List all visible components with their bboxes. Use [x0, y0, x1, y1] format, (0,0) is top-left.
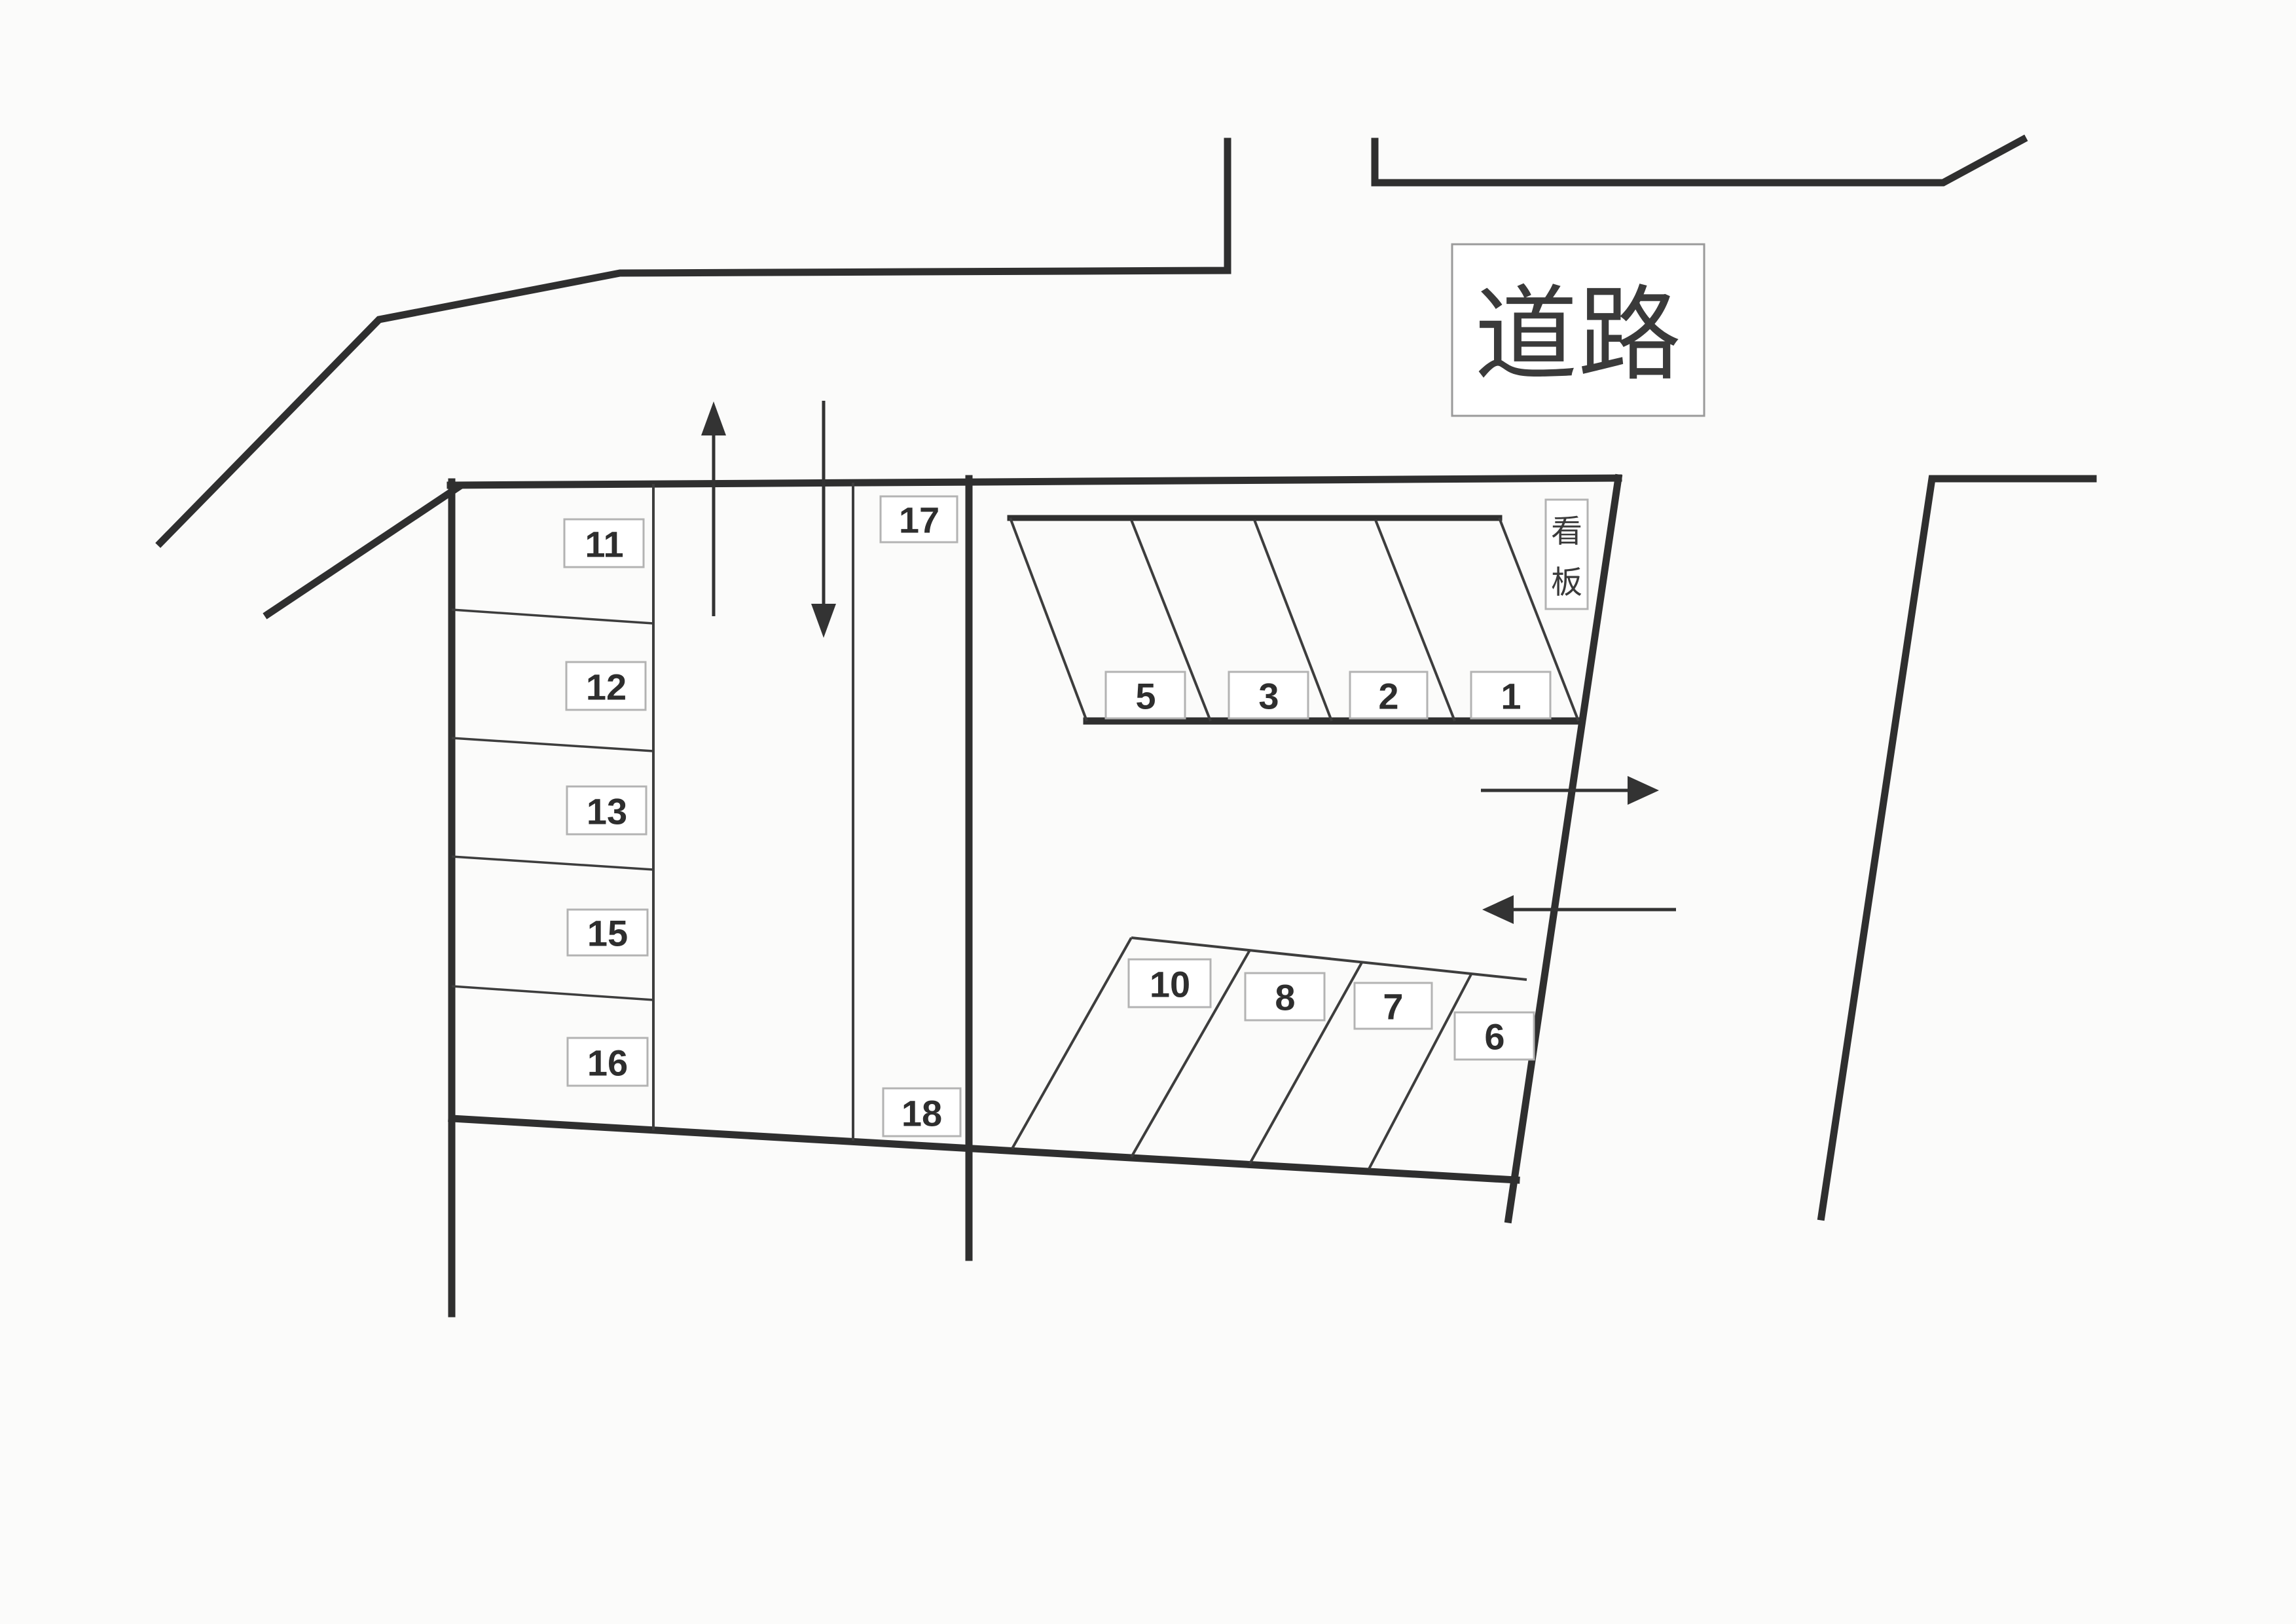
west-column-stalls: [451, 484, 655, 1130]
inner-row-divider-10-8: [1130, 950, 1251, 1158]
road-edge-east: [1817, 475, 2097, 1221]
space-box-18: [882, 1087, 962, 1137]
inner-row-divider-7-6: [1368, 974, 1472, 1170]
traffic-arrows: [701, 401, 1676, 924]
left-arrow-icon: [1482, 895, 1514, 924]
road-label: 道路: [1474, 278, 1681, 393]
space-label-16: 16: [587, 1043, 628, 1084]
right-arrow-icon: [1628, 776, 1659, 805]
space-box-11: [563, 518, 645, 568]
inner-row-stalls: [1011, 936, 1527, 1170]
space-label-11: 11: [585, 524, 623, 565]
lot-boundary-top: [446, 474, 1622, 489]
west-divider-15-16: [451, 985, 654, 1001]
space-label-5: 5: [1135, 676, 1156, 717]
inner-row-top-edge: [1131, 936, 1527, 981]
space-label-8: 8: [1275, 977, 1295, 1018]
west-divider-12-13: [451, 737, 654, 752]
space-label-17: 17: [899, 500, 939, 541]
space-box-7: [1353, 982, 1433, 1030]
inner-row-left-edge: [1011, 937, 1133, 1149]
space-box-10: [1127, 958, 1212, 1008]
street-row-divider-5-3: [1130, 519, 1212, 722]
up-arrow-icon: [701, 401, 726, 435]
space-box-1: [1470, 671, 1552, 720]
down-arrow-icon: [811, 604, 836, 638]
signboard-char-bottom: 板: [1551, 566, 1582, 600]
space-label-13: 13: [587, 791, 627, 832]
signboard-box: [1544, 498, 1589, 610]
space-label-18: 18: [902, 1093, 942, 1134]
stall-plates-street-row: 5 3 2 1: [1104, 671, 1552, 720]
space-box-15: [566, 908, 649, 957]
street-row-divider-3-2: [1253, 519, 1333, 722]
inner-row-divider-8-7: [1248, 962, 1363, 1164]
space-label-3: 3: [1258, 676, 1279, 717]
space-box-12: [565, 661, 647, 711]
street-row-divider-2-1: [1374, 519, 1456, 722]
space-box-17: [879, 495, 958, 544]
stall-plates-inner-row: 10 8 7 6: [1127, 958, 1535, 1061]
space-box-13: [566, 785, 647, 836]
lot-outline: [446, 473, 1623, 1318]
space-box-16: [566, 1037, 649, 1087]
stall-plates-center: 17 18: [879, 495, 962, 1137]
west-divider-11-12: [451, 608, 654, 625]
space-label-2: 2: [1378, 676, 1398, 717]
space-label-10: 10: [1150, 964, 1190, 1005]
west-divider-13-15: [451, 855, 654, 871]
road-edge-top-left: [155, 138, 1231, 548]
space-label-12: 12: [586, 667, 627, 708]
road-edges: [155, 134, 2097, 1221]
space-box-8: [1244, 972, 1326, 1022]
space-box-2: [1349, 671, 1429, 720]
space-label-1: 1: [1501, 676, 1521, 717]
lot-boundary-right: [1504, 473, 1623, 1224]
street-row-left-edge: [1009, 517, 1088, 722]
road-edge-top-right: [1371, 134, 2028, 187]
street-row-stalls: [1007, 515, 1582, 725]
space-label-7: 7: [1383, 986, 1403, 1027]
stall-plates-west: 11 12 13 15 16: [563, 518, 649, 1087]
street-row-right-edge: [1498, 517, 1580, 722]
lot-boundary-bottom: [448, 1115, 1520, 1184]
road-edge-lot-approach: [263, 482, 464, 619]
road-label-box: [1451, 243, 1705, 417]
space-box-6: [1453, 1011, 1535, 1061]
space-box-3: [1228, 671, 1309, 720]
road-label-group: 道路: [1451, 243, 1705, 417]
space-label-6: 6: [1484, 1016, 1504, 1058]
space-box-5: [1104, 671, 1186, 720]
signboard-group: 看 板: [1544, 498, 1589, 610]
signboard-char-top: 看: [1551, 515, 1582, 549]
space-label-15: 15: [587, 913, 628, 954]
